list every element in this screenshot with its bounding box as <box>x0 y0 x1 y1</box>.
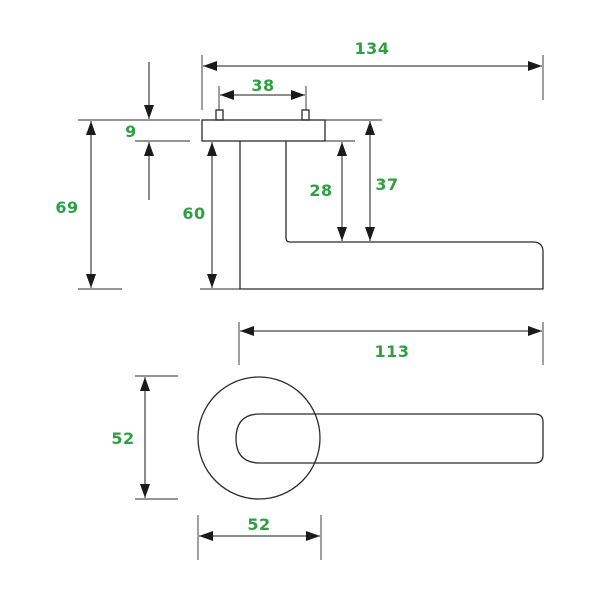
dimension-label-9: 9 <box>125 122 137 141</box>
handle-side-profile <box>239 141 544 290</box>
dimension-label-134: 134 <box>355 39 390 58</box>
top-view: 113 52 52 <box>111 322 544 560</box>
lever-outline <box>235 413 544 464</box>
round-rose <box>197 376 321 500</box>
dimension-label-37: 37 <box>375 175 398 194</box>
right-fixing-post <box>301 109 310 121</box>
dimension-label-69: 69 <box>55 198 78 217</box>
dimension-label-52-vertical: 52 <box>111 429 134 448</box>
dimension-label-113: 113 <box>375 342 410 361</box>
side-view: 134 38 9 69 60 28 37 <box>55 39 544 290</box>
left-fixing-post <box>215 109 224 121</box>
dimension-label-60: 60 <box>182 204 205 223</box>
dimension-label-28: 28 <box>309 181 332 200</box>
dimension-label-52-horizontal: 52 <box>247 515 270 534</box>
dimension-label-38: 38 <box>251 76 274 95</box>
rose-plate <box>201 119 326 142</box>
